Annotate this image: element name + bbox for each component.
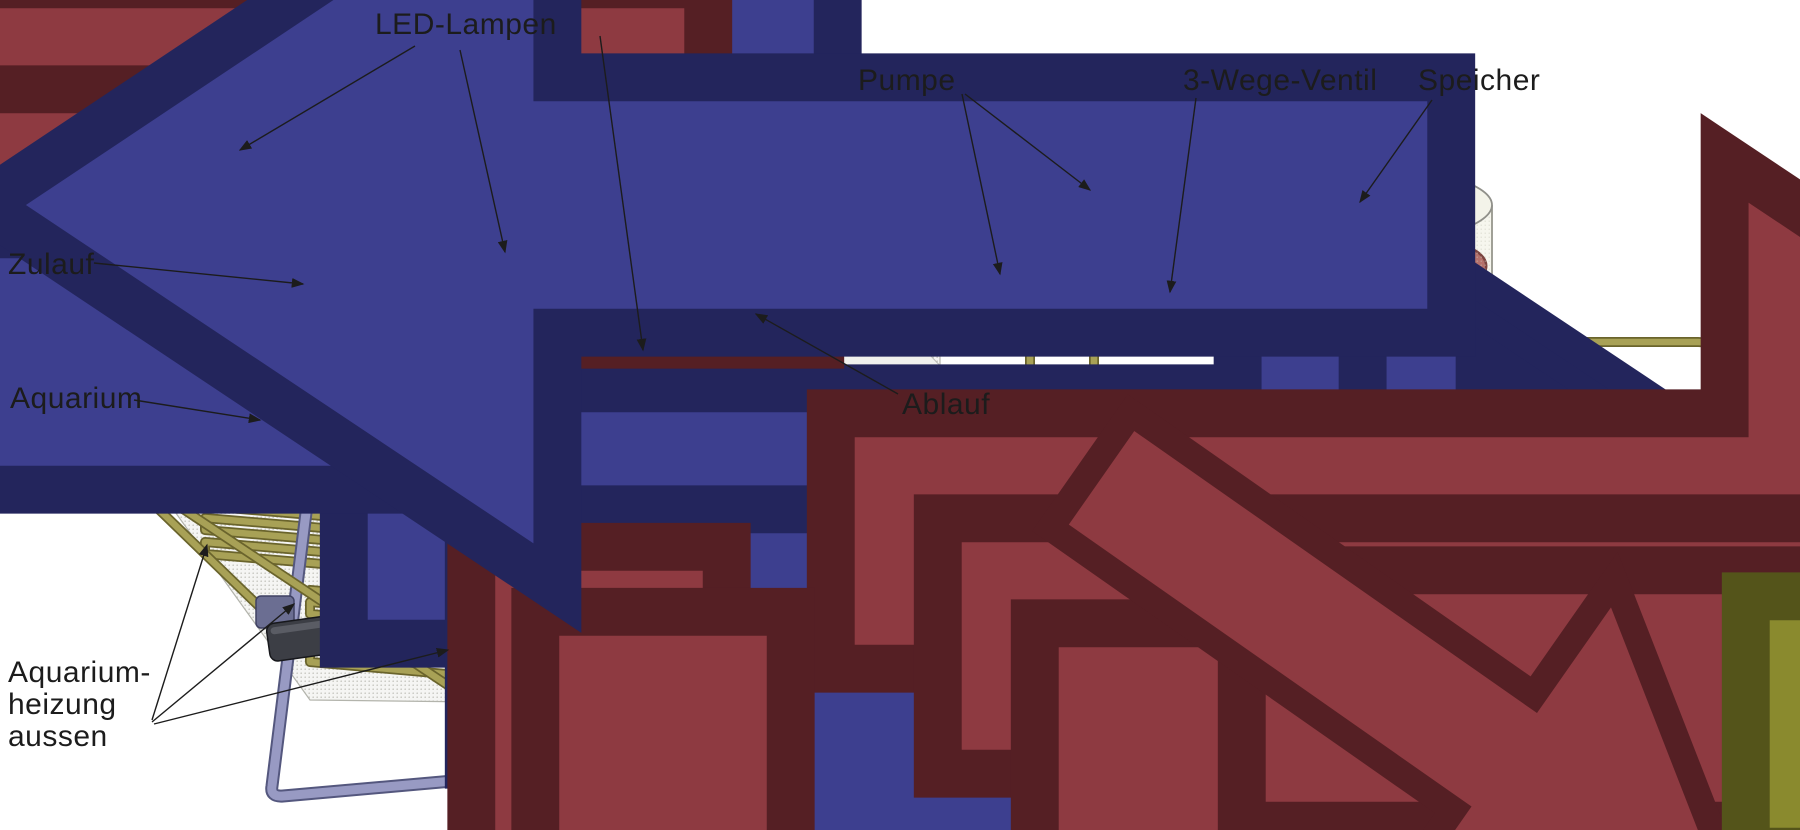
labels: LED-Lampen Pumpe 3-Wege-Ventil Speicher … — [8, 8, 1540, 753]
label-aquarium: Aquarium — [10, 382, 142, 415]
label-pump: Pumpe — [858, 64, 956, 97]
label-outflow: Ablauf — [902, 388, 990, 421]
label-storage-tank: Speicher — [1418, 64, 1540, 97]
label-heater-line1: Aquarium- — [8, 656, 151, 689]
label-heater-line3: aussen — [8, 720, 108, 753]
leader-lines — [93, 35, 1433, 725]
label-inflow: Zulauf — [8, 248, 95, 281]
label-heater-line2: heizung — [8, 688, 117, 721]
label-led-lamps: LED-Lampen — [375, 8, 557, 41]
return-pump-small — [255, 595, 333, 662]
label-three-way-valve: 3-Wege-Ventil — [1183, 64, 1377, 97]
